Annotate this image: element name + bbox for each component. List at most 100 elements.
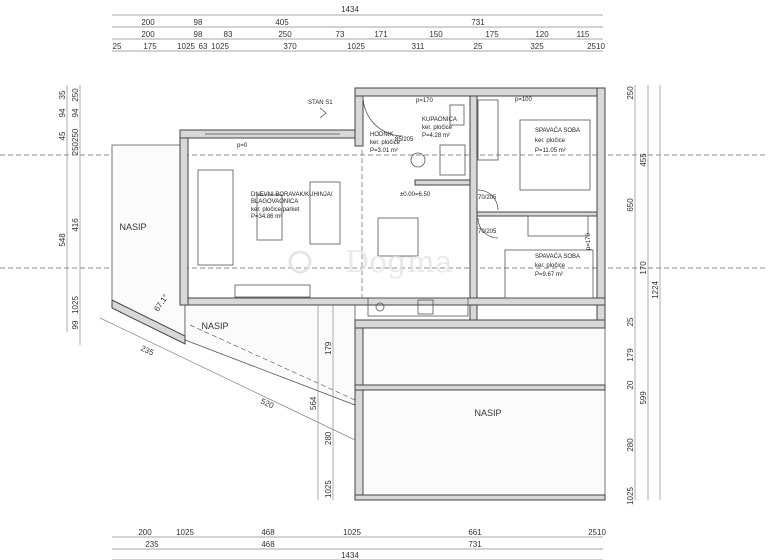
room-name: KUPAONICA (422, 117, 457, 123)
room-labels: DNEVNI BORAVAK/KUHINJA/ BLAGOVAONICA ker… (251, 117, 580, 278)
dim-label: 73 (336, 30, 345, 39)
dim-label: 468 (261, 540, 275, 549)
dim-label: 416 (71, 218, 80, 232)
bottom-dimensions: 200 1025 468 1025 661 2510 235 468 731 1… (112, 528, 606, 560)
dim-label: 20 (626, 380, 635, 389)
room-floor: ker. pločice (422, 125, 453, 131)
entrance-door-swing (362, 95, 404, 137)
door-swing (477, 189, 499, 211)
entrance-arrow-icon (319, 107, 327, 119)
dim-label: 200 (138, 528, 152, 537)
dim-label: 98 (194, 30, 203, 39)
armchair (309, 181, 341, 245)
door-tag: 70/205 (478, 229, 497, 235)
toilet (449, 104, 465, 126)
dim-label: 179 (626, 348, 635, 362)
room-bedroom-1: SPAVAĆA SOBA ker. pločice P=11.05 m² (535, 127, 580, 154)
wardrobe-1 (477, 99, 499, 161)
dim-label: 25 (113, 42, 122, 51)
room-name: DNEVNI BORAVAK/KUHINJA/ (251, 192, 333, 198)
room-bedroom-2: SPAVAĆA SOBA ker. pločice P=9.67 m² (535, 253, 580, 278)
wardrobe-2 (527, 215, 589, 237)
dim-label: 25 (626, 317, 635, 326)
dim-label: 661 (468, 528, 482, 537)
room-name: SPAVAĆA SOBA (535, 127, 580, 134)
dim-label: 1025 (626, 487, 635, 505)
dim-label: 455 (639, 153, 648, 167)
watermark-text: Dogma (345, 245, 453, 280)
dim-label: 94 (71, 108, 80, 117)
dim-label: 170 (639, 261, 648, 275)
right-dimensions: 250 650 25 179 20 280 1025 455 170 599 1… (626, 85, 661, 505)
dim-label: 175 (143, 42, 157, 51)
room-floor: ker. pločice (535, 263, 566, 269)
dim-label: 599 (639, 391, 648, 405)
dim-label: 98 (194, 18, 203, 27)
room-living: DNEVNI BORAVAK/KUHINJA/ BLAGOVAONICA ker… (251, 192, 333, 220)
room-area: P=4.28 m² (422, 133, 450, 139)
dim-label: 325 (530, 42, 544, 51)
level-mark: ±0.00=6.50 (400, 192, 431, 198)
room-hall: HODNIK ker. pločice P=3.01 m² (370, 132, 401, 154)
dim-label: 370 (283, 42, 297, 51)
washbasin (410, 152, 426, 168)
nasip-label: NASIP (474, 408, 501, 418)
dim-total-bottom: 1434 (341, 551, 359, 560)
parapet-label: p=170 (416, 98, 434, 104)
unit-label: STAN S1 (308, 100, 333, 106)
room-name: HODNIK (370, 132, 393, 138)
dim-label: 564 (309, 396, 318, 410)
dim-label: 250 (278, 30, 292, 39)
dim-label: 405 (275, 18, 289, 27)
dim-label: 1025 (324, 480, 333, 498)
dim-label: 280 (324, 431, 333, 445)
dim-label: 45 (58, 131, 67, 140)
room-area: P=9.67 m² (535, 272, 563, 278)
nasip-lower-1 (354, 327, 606, 386)
door-tag: 70/205 (478, 195, 497, 201)
parapet-label: p=100 (515, 97, 533, 103)
dim-label: 25 (474, 42, 483, 51)
room-floor: ker. pločice/parket (251, 207, 300, 213)
dim-label: 83 (224, 30, 233, 39)
dim-label: 548 (58, 233, 67, 247)
dim-label: 250 (71, 88, 80, 102)
dim-label: 1025 (176, 528, 194, 537)
room-floor: ker. pločice (370, 140, 401, 146)
bed-2 (504, 249, 594, 299)
left-dimensions: 35 94 45 548 99 250 94 250250 416 1025 (58, 85, 81, 345)
dim-label: 175 (485, 30, 499, 39)
coffee-table (256, 194, 283, 241)
dim-total-top: 1434 (341, 5, 359, 14)
nasip-lower-2 (354, 389, 606, 501)
room-name: SPAVAĆA SOBA (535, 253, 580, 260)
dim-label: 2510 (587, 42, 605, 51)
room-area: P=11.05 m² (535, 148, 566, 154)
dim-label: 1025 (343, 528, 361, 537)
dim-label: 1025 (177, 42, 195, 51)
sofa (197, 169, 234, 266)
dim-label: 150 (429, 30, 443, 39)
dim-label: 520 (259, 397, 275, 411)
dim-label: 115 (577, 30, 590, 39)
dim-label: 650 (626, 198, 635, 212)
room-name: BLAGOVAONICA (251, 199, 298, 205)
dim-label: 468 (261, 528, 275, 537)
dim-label: 280 (626, 438, 635, 452)
dim-total-right: 1224 (651, 281, 660, 299)
bed-1 (519, 119, 591, 191)
fill-areas: NASIP NASIP NASIP (111, 144, 606, 501)
room-floor: ker. pločice (535, 138, 566, 144)
dim-label: 1025 (211, 42, 229, 51)
room-area: P=3.01 m² (370, 148, 398, 154)
dim-label: 200 (141, 30, 155, 39)
kitchen-counter (367, 297, 469, 317)
dim-label: 1025 (71, 296, 80, 314)
dim-label: 99 (71, 320, 80, 329)
nasip-label: NASIP (201, 321, 228, 331)
dim-label: 2510 (588, 528, 606, 537)
dim-label: 63 (199, 42, 208, 51)
top-dimensions: 1434 200 98 405 731 200 98 83 250 73 171… (112, 5, 605, 52)
dim-label: 94 (58, 108, 67, 117)
